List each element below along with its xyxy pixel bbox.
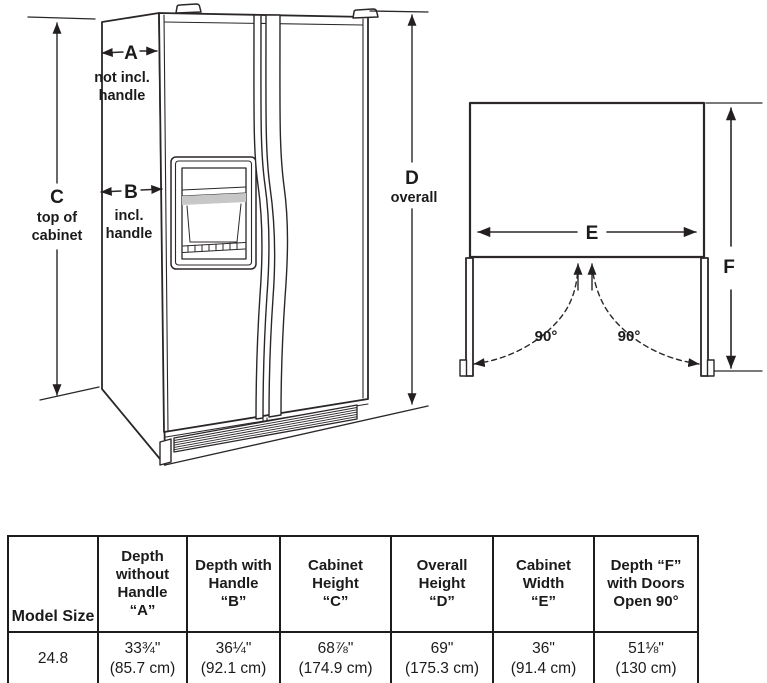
dim-d-note-1: overall	[391, 190, 438, 206]
right-door-open	[700, 257, 709, 377]
dispenser-shelf-back	[181, 186, 247, 191]
grille-slats	[173, 407, 358, 451]
dim-b-note-1: incl.	[114, 208, 143, 224]
right-door-angle-label: 90°	[618, 328, 641, 345]
dim-a-note-2: handle	[99, 88, 146, 104]
dim-a-label: A	[124, 43, 138, 64]
right-door-handle-top-view	[706, 359, 715, 377]
header-overall-height: Overall Height “D”	[390, 535, 494, 633]
table-data-row: 24.8 33¾" (85.7 cm) 36¼" (92.1 cm) 68⅞" …	[7, 631, 699, 683]
dim-b-label: B	[124, 182, 138, 203]
dimensions-table: Model Size Depth without Handle “A” Dept…	[7, 535, 699, 683]
right-hinge-cap	[352, 8, 379, 19]
cell-depth-with-handle: 36¼" (92.1 cm)	[186, 631, 281, 683]
left-door-open	[465, 257, 474, 377]
dim-d: D overall	[369, 10, 438, 405]
cell-depth-without-handle: 33¾" (85.7 cm)	[97, 631, 188, 683]
dim-a-note-1: not incl.	[94, 70, 150, 86]
right-door-swing-arc	[591, 267, 700, 368]
dimension-diagram: C top of cabinet	[27, 3, 763, 466]
dispenser-cavity	[186, 203, 242, 243]
left-door-angle-label: 90°	[535, 328, 558, 345]
dispenser-drip-grate	[182, 242, 246, 253]
fridge-door-handle	[265, 14, 289, 418]
table-header-row: Model Size Depth without Handle “A” Dept…	[7, 535, 699, 633]
dim-d-label: D	[405, 168, 419, 189]
dim-c-label: C	[50, 187, 64, 208]
door-swing-arcs: 90° 90°	[473, 263, 700, 368]
left-hinge-cap	[175, 3, 202, 14]
dim-f-label: F	[723, 257, 735, 278]
ref-line-top-left	[27, 16, 96, 20]
ref-line-bottom-left	[39, 386, 100, 401]
dim-b-arrow-right	[140, 185, 163, 194]
kick-plate-end-cap	[159, 438, 172, 466]
header-cabinet-height: Cabinet Height “C”	[279, 535, 392, 633]
left-door-swing-arc	[473, 267, 579, 368]
dim-b-note-2: handle	[106, 226, 153, 242]
fridge-top-view: E 90° 90° F	[459, 101, 763, 377]
dim-c-note-1: top of	[37, 210, 77, 226]
dim-a: A not incl. handle	[94, 43, 158, 104]
cell-cabinet-width: 36" (91.4 cm)	[492, 631, 595, 683]
ref-line-top-right	[369, 10, 429, 13]
dim-c: C top of cabinet	[32, 22, 83, 396]
left-door-handle-top-view	[459, 359, 468, 377]
ice-water-dispenser	[170, 156, 257, 270]
header-depth-without-handle: Depth without Handle “A”	[97, 535, 188, 633]
freezer-door-handle	[253, 14, 270, 420]
fridge-front-view: C top of cabinet	[27, 3, 438, 466]
dim-c-note-2: cabinet	[32, 228, 83, 244]
dispenser-shelf-shadow	[182, 193, 246, 205]
dim-e-label: E	[586, 223, 599, 244]
dim-b: B incl. handle	[100, 182, 163, 242]
dim-a-arrow-left	[101, 48, 124, 57]
cell-model-size: 24.8	[7, 631, 99, 683]
cell-overall-height: 69" (175.3 cm)	[390, 631, 494, 683]
header-depth-doors-open: Depth “F” with Doors Open 90°	[593, 535, 699, 633]
dim-e: E	[477, 223, 697, 244]
header-model-size: Model Size	[7, 535, 99, 633]
dim-b-arrow-left	[100, 186, 122, 196]
cell-depth-doors-open: 51⅛" (130 cm)	[593, 631, 699, 683]
header-depth-with-handle: Depth with Handle “B”	[186, 535, 281, 633]
cell-cabinet-height: 68⅞" (174.9 cm)	[279, 631, 392, 683]
header-cabinet-width: Cabinet Width “E”	[492, 535, 595, 633]
dim-f: F	[705, 102, 763, 372]
floor-line	[164, 405, 429, 466]
